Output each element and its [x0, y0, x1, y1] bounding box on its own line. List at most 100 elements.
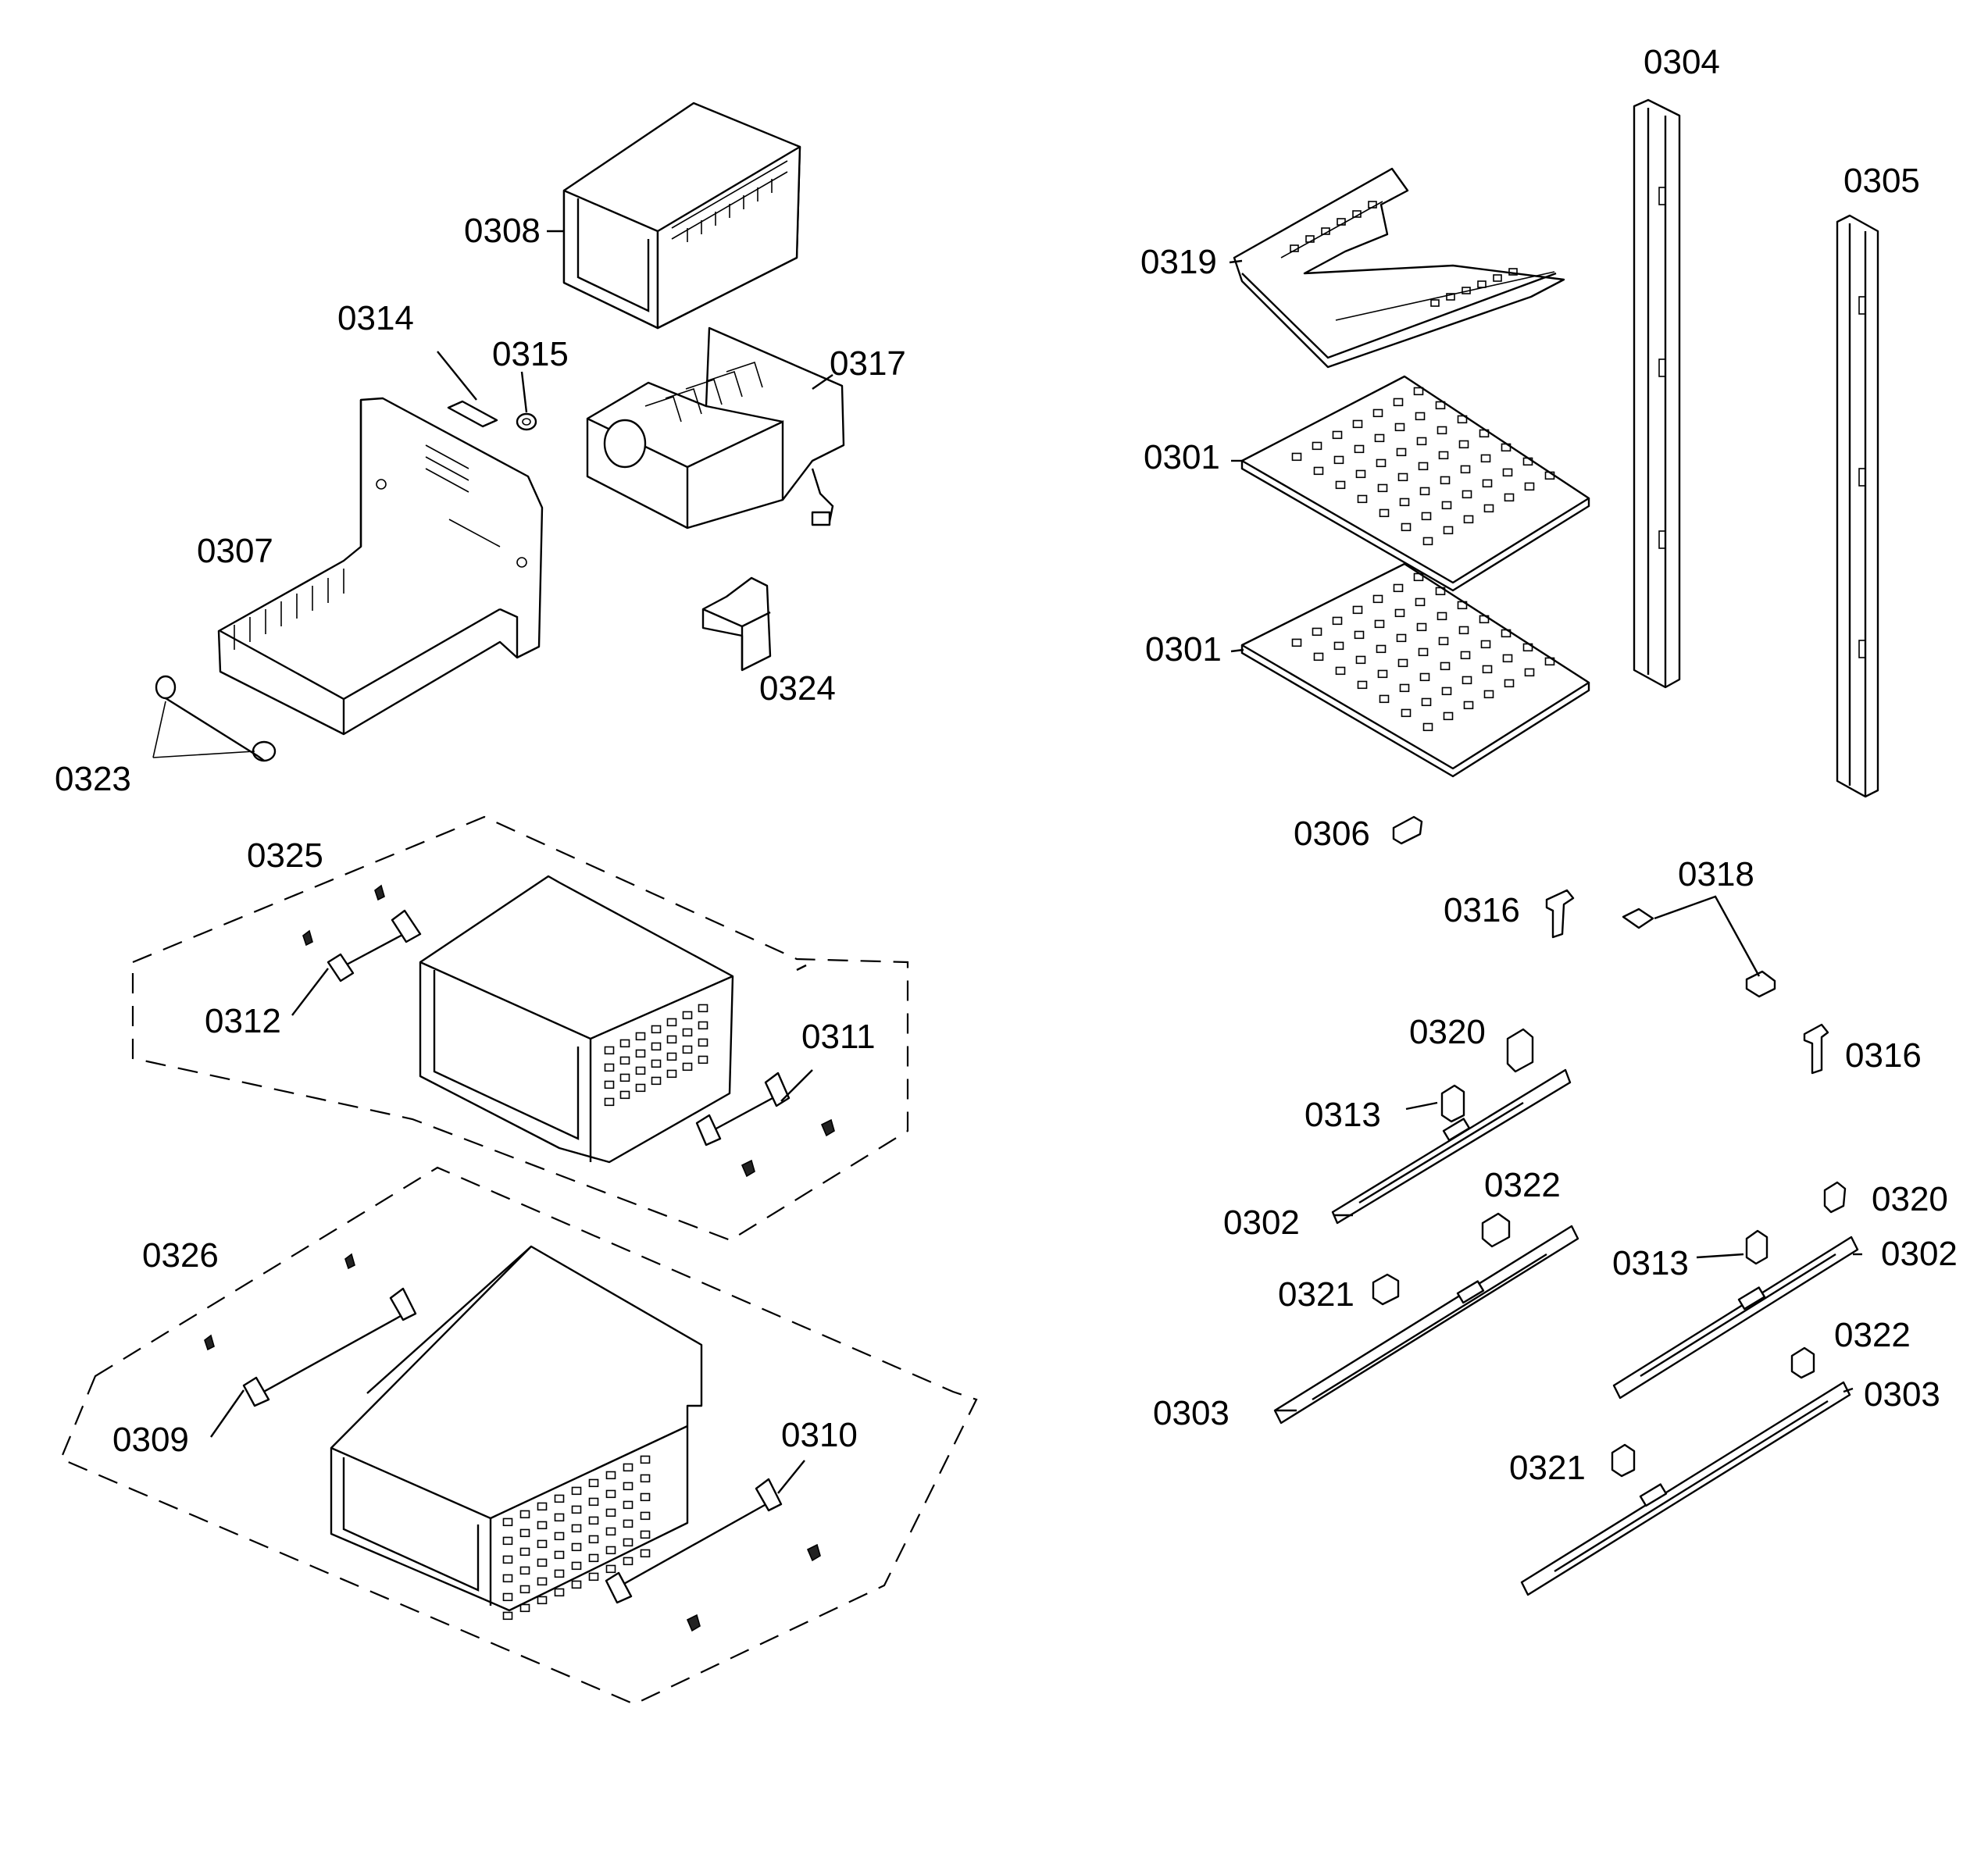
callout-0326: 0326	[142, 1236, 219, 1275]
vent-hole	[640, 1474, 651, 1483]
vent-hole	[682, 1062, 693, 1072]
callout-0322-lower: 0322	[1834, 1316, 1911, 1354]
vent-hole	[604, 1063, 615, 1072]
vent-hole	[1458, 440, 1469, 449]
vent-hole	[1372, 408, 1383, 418]
vent-hole	[1435, 587, 1446, 596]
vent-hole	[502, 1592, 513, 1602]
vent-hole	[1357, 494, 1368, 504]
vent-hole	[1524, 668, 1535, 677]
vent-hole	[1354, 444, 1365, 454]
vent-hole	[1463, 701, 1474, 710]
vent-hole	[571, 1505, 582, 1514]
vent-hole	[571, 1524, 582, 1533]
leader-0318	[1654, 895, 1761, 977]
callout-0313-upper: 0313	[1305, 1096, 1381, 1134]
callout-0316-lower: 0316	[1845, 1036, 1922, 1075]
vent-hole	[1399, 683, 1410, 693]
callout-0322-upper: 0322	[1484, 1166, 1561, 1204]
vent-hole	[1460, 651, 1471, 660]
vent-hole	[605, 1508, 616, 1517]
vent-hole	[698, 1021, 708, 1030]
vent-hole	[519, 1603, 530, 1613]
vent-hole	[1443, 526, 1454, 535]
callout-0313-lower: 0313	[1612, 1244, 1689, 1282]
vent-hole	[640, 1530, 651, 1539]
clip-0316-lower	[1803, 1023, 1829, 1075]
vent-hole	[571, 1580, 582, 1589]
vent-hole	[1437, 612, 1447, 621]
vent-hole	[1394, 608, 1405, 618]
vent-hole	[588, 1572, 599, 1582]
vent-hole	[1401, 708, 1412, 718]
callout-0316-upper: 0316	[1444, 891, 1520, 929]
vent-hole	[588, 1478, 599, 1488]
vent-hole	[1355, 655, 1366, 665]
clip-0322-lower	[1790, 1346, 1815, 1379]
vent-hole	[1352, 605, 1363, 615]
vent-hole	[571, 1542, 582, 1552]
callout-0301-upper: 0301	[1144, 438, 1220, 476]
callout-0325: 0325	[247, 836, 323, 875]
vent-hole	[537, 1596, 548, 1605]
callout-0307: 0307	[197, 532, 273, 570]
feet-0323	[155, 675, 277, 762]
vent-hole	[588, 1535, 599, 1544]
vent-hole	[1416, 622, 1427, 632]
vent-hole	[623, 1519, 634, 1528]
shelf-0301-upper	[1240, 375, 1590, 592]
ice-bucket-0308	[562, 102, 801, 330]
ice-maker-housing-0307	[217, 397, 544, 736]
vent-hole	[1415, 597, 1426, 607]
vent-hole	[698, 1055, 708, 1064]
vent-hole	[604, 1080, 615, 1089]
vent-hole	[682, 1028, 693, 1037]
vent-hole	[1413, 572, 1424, 582]
vent-hole	[1377, 483, 1388, 493]
vent-hole	[1438, 637, 1449, 646]
vent-hole	[537, 1502, 548, 1511]
slide-0302-lower	[1612, 1236, 1859, 1400]
vent-hole	[1377, 669, 1388, 679]
vent-hole	[635, 1049, 646, 1058]
vent-hole	[623, 1500, 634, 1510]
vent-hole	[571, 1486, 582, 1496]
vent-hole	[537, 1577, 548, 1586]
clip-0316-upper	[1545, 889, 1575, 939]
callout-0312: 0312	[205, 1002, 281, 1040]
clip-0313-upper	[1440, 1084, 1465, 1123]
slide-0303-lower	[1520, 1381, 1851, 1596]
vent-hole	[1501, 629, 1512, 638]
vent-hole	[502, 1536, 513, 1546]
vent-hole	[1443, 711, 1454, 721]
leader-0313-lower	[1696, 1253, 1744, 1259]
clip-0318-lower	[1745, 970, 1776, 998]
group-outline-0326	[59, 1166, 978, 1706]
vent-hole	[519, 1547, 530, 1557]
callout-0317: 0317	[830, 344, 906, 383]
callout-0311: 0311	[801, 1018, 876, 1056]
callout-0305: 0305	[1843, 162, 1920, 200]
vent-hole	[1372, 594, 1383, 604]
vent-hole	[1504, 679, 1515, 688]
vent-hole	[1312, 441, 1322, 451]
vent-hole	[651, 1076, 662, 1086]
leader-lines	[210, 230, 1862, 1494]
vent-hole	[1332, 616, 1343, 626]
callout-0303-upper: 0303	[1153, 1394, 1230, 1432]
vent-hole	[1522, 457, 1533, 466]
vent-hole	[1440, 476, 1451, 485]
vent-hole	[1504, 493, 1515, 502]
vent-hole	[698, 1038, 708, 1047]
vent-hole	[537, 1558, 548, 1567]
vent-hole	[1396, 633, 1407, 643]
vent-hole	[623, 1463, 634, 1472]
vent-hole	[619, 1073, 630, 1082]
vent-hole	[1438, 451, 1449, 460]
callout-0310: 0310	[781, 1416, 858, 1454]
vent-hole	[651, 1059, 662, 1068]
crisper-drawer-0325	[419, 875, 734, 1164]
vent-hole	[537, 1539, 548, 1549]
callout-0315: 0315	[492, 335, 569, 373]
